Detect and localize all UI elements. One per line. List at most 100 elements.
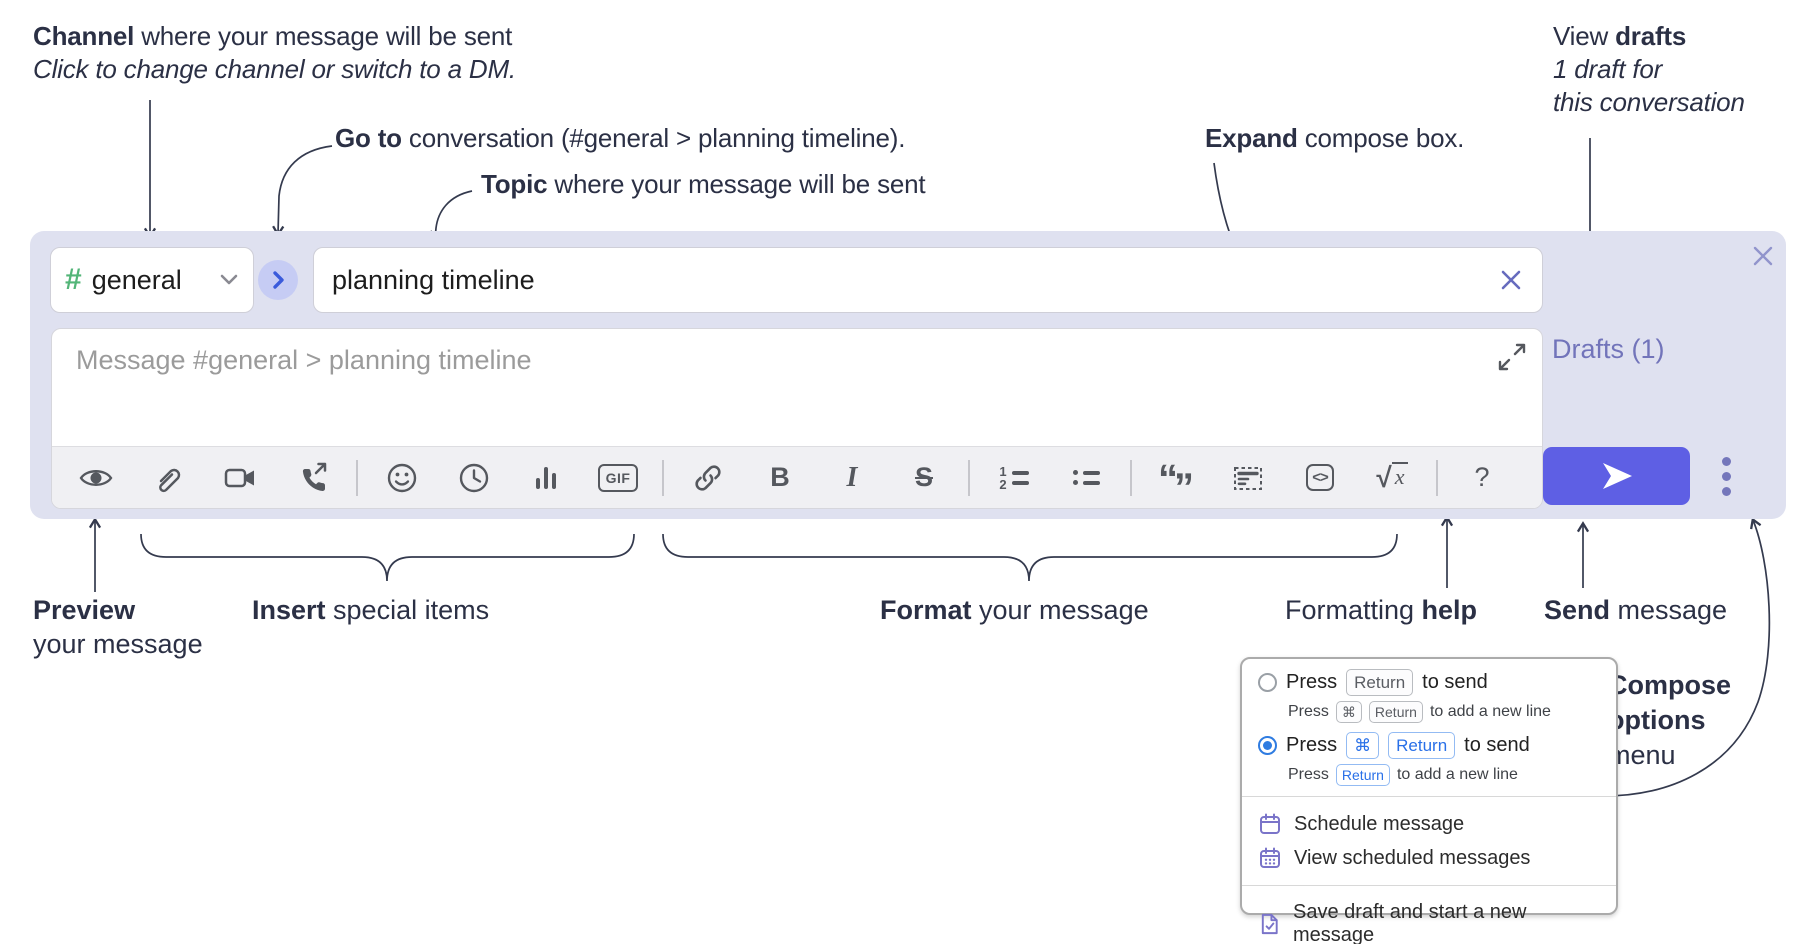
phone-call-icon bbox=[302, 462, 327, 491]
channel-name: general bbox=[91, 264, 182, 295]
label-compose-options: Compose options menu bbox=[1608, 670, 1732, 770]
drafts-link[interactable]: Drafts (1) bbox=[1552, 334, 1665, 364]
annotation-channel: Channel where your message will be sent … bbox=[33, 21, 516, 84]
link-icon bbox=[695, 464, 721, 491]
label-send: Send message bbox=[1544, 595, 1728, 625]
annotation-goto: Go to conversation (#general > planning … bbox=[335, 123, 906, 153]
compose-box: # general bbox=[30, 231, 1786, 519]
menu-item-view-scheduled-messages[interactable]: View scheduled messages bbox=[1258, 841, 1600, 875]
compose-options-popup: Press Return to send Press ⌘ Return to a… bbox=[1240, 657, 1618, 944]
spoiler-button[interactable] bbox=[1212, 447, 1284, 509]
label-insert: Insert special items bbox=[252, 595, 490, 625]
radio-unselected[interactable] bbox=[1258, 673, 1277, 692]
label-preview: Preview your message bbox=[33, 595, 203, 659]
kebab-dot bbox=[1721, 471, 1731, 481]
label-format: Format your message bbox=[880, 595, 1149, 625]
math-button[interactable]: √x bbox=[1356, 447, 1428, 509]
radio-selected[interactable] bbox=[1258, 736, 1277, 755]
annotation-view-drafts: View drafts 1 draft for this conversatio… bbox=[1553, 21, 1745, 117]
math-latex-icon: √x bbox=[1376, 461, 1408, 494]
chevron-down-icon bbox=[220, 274, 238, 285]
menu-item-save-draft[interactable]: Save draft and start a new message bbox=[1258, 896, 1600, 944]
send-option-return[interactable]: Press Return to send bbox=[1258, 669, 1600, 696]
strikethrough-icon: S bbox=[914, 462, 933, 492]
question-mark-icon: ? bbox=[1474, 462, 1490, 492]
chevron-right-icon bbox=[272, 271, 284, 289]
close-icon bbox=[1501, 270, 1521, 290]
clear-topic-button[interactable] bbox=[1498, 267, 1524, 293]
calendar-grid-icon bbox=[1260, 847, 1280, 868]
expand-compose-button[interactable] bbox=[1496, 341, 1528, 373]
go-to-conversation-button[interactable] bbox=[258, 260, 298, 300]
calendar-icon bbox=[1260, 813, 1280, 834]
cmd-keycap: ⌘ bbox=[1335, 701, 1362, 723]
bar-chart-icon bbox=[536, 466, 556, 489]
annotation-expand: Expand compose box. bbox=[1205, 123, 1465, 153]
italic-button[interactable]: I bbox=[816, 447, 888, 509]
send-option-cmd-return[interactable]: Press ⌘ Return to send bbox=[1258, 732, 1600, 759]
toolbar-divider bbox=[356, 459, 358, 496]
add-emoji-button[interactable] bbox=[366, 447, 438, 509]
return-keycap: Return bbox=[1335, 764, 1390, 786]
send-icon bbox=[1602, 463, 1632, 489]
clock-icon bbox=[459, 463, 489, 492]
close-compose-button[interactable] bbox=[1748, 241, 1778, 271]
menu-item-schedule-message[interactable]: Schedule message bbox=[1258, 807, 1600, 841]
popup-divider bbox=[1242, 796, 1616, 797]
insert-brace bbox=[140, 533, 635, 582]
bulleted-list-icon bbox=[1072, 465, 1100, 491]
expand-icon bbox=[1498, 343, 1526, 371]
compose-options-menu-button[interactable] bbox=[1712, 447, 1740, 505]
return-keycap: Return bbox=[1346, 669, 1414, 696]
kebab-dot bbox=[1721, 456, 1731, 466]
kebab-dot bbox=[1721, 486, 1731, 496]
bold-icon: B bbox=[770, 462, 790, 492]
bold-button[interactable]: B bbox=[744, 447, 816, 509]
toolbar-divider bbox=[968, 459, 970, 496]
spoiler-icon bbox=[1234, 466, 1262, 490]
gif-icon: GIF bbox=[597, 463, 639, 492]
audio-call-button[interactable] bbox=[276, 447, 348, 509]
topic-input[interactable] bbox=[314, 264, 1498, 296]
toolbar-divider bbox=[1130, 459, 1132, 496]
attach-file-button[interactable] bbox=[132, 447, 204, 509]
channel-selector-button[interactable]: # general bbox=[50, 247, 254, 313]
smiley-icon bbox=[387, 463, 417, 492]
annotation-topic: Topic where your message will be sent bbox=[481, 169, 926, 199]
video-call-button[interactable] bbox=[204, 447, 276, 509]
bulleted-list-button[interactable] bbox=[1050, 447, 1122, 509]
eye-icon bbox=[79, 469, 113, 486]
add-global-time-button[interactable] bbox=[438, 447, 510, 509]
send-option-cmd-return-subtext: Press Return to add a new line bbox=[1288, 764, 1600, 786]
return-keycap: Return bbox=[1368, 701, 1423, 723]
toolbar-divider bbox=[1436, 459, 1438, 496]
strikethrough-button[interactable]: S bbox=[888, 447, 960, 509]
quote-icon: “ ” bbox=[1158, 456, 1194, 509]
compose-toolbar: GIF B I bbox=[52, 446, 1542, 508]
draft-document-icon bbox=[1261, 913, 1278, 935]
return-keycap: Return bbox=[1388, 732, 1456, 759]
label-formatting-help: Formatting help bbox=[1285, 595, 1478, 625]
code-icon: <> bbox=[1306, 464, 1334, 491]
send-option-return-subtext: Press ⌘ Return to add a new line bbox=[1288, 701, 1600, 723]
send-button[interactable] bbox=[1543, 447, 1690, 505]
quote-button[interactable]: “ ” bbox=[1140, 447, 1212, 509]
cmd-keycap: ⌘ bbox=[1346, 732, 1380, 759]
code-button[interactable]: <> bbox=[1284, 447, 1356, 509]
message-input[interactable] bbox=[52, 329, 1542, 441]
formatting-help-button[interactable]: ? bbox=[1446, 447, 1518, 509]
video-camera-icon bbox=[224, 468, 254, 487]
close-icon bbox=[1753, 246, 1773, 266]
add-poll-button[interactable] bbox=[510, 447, 582, 509]
popup-divider bbox=[1242, 885, 1616, 886]
add-gif-button[interactable]: GIF bbox=[582, 447, 654, 509]
preview-message-button[interactable] bbox=[60, 447, 132, 509]
toolbar-divider bbox=[662, 459, 664, 496]
insert-link-button[interactable] bbox=[672, 447, 744, 509]
topic-input-wrap bbox=[313, 247, 1543, 313]
paperclip-icon bbox=[159, 468, 181, 492]
channel-hash-icon: # bbox=[65, 263, 82, 296]
